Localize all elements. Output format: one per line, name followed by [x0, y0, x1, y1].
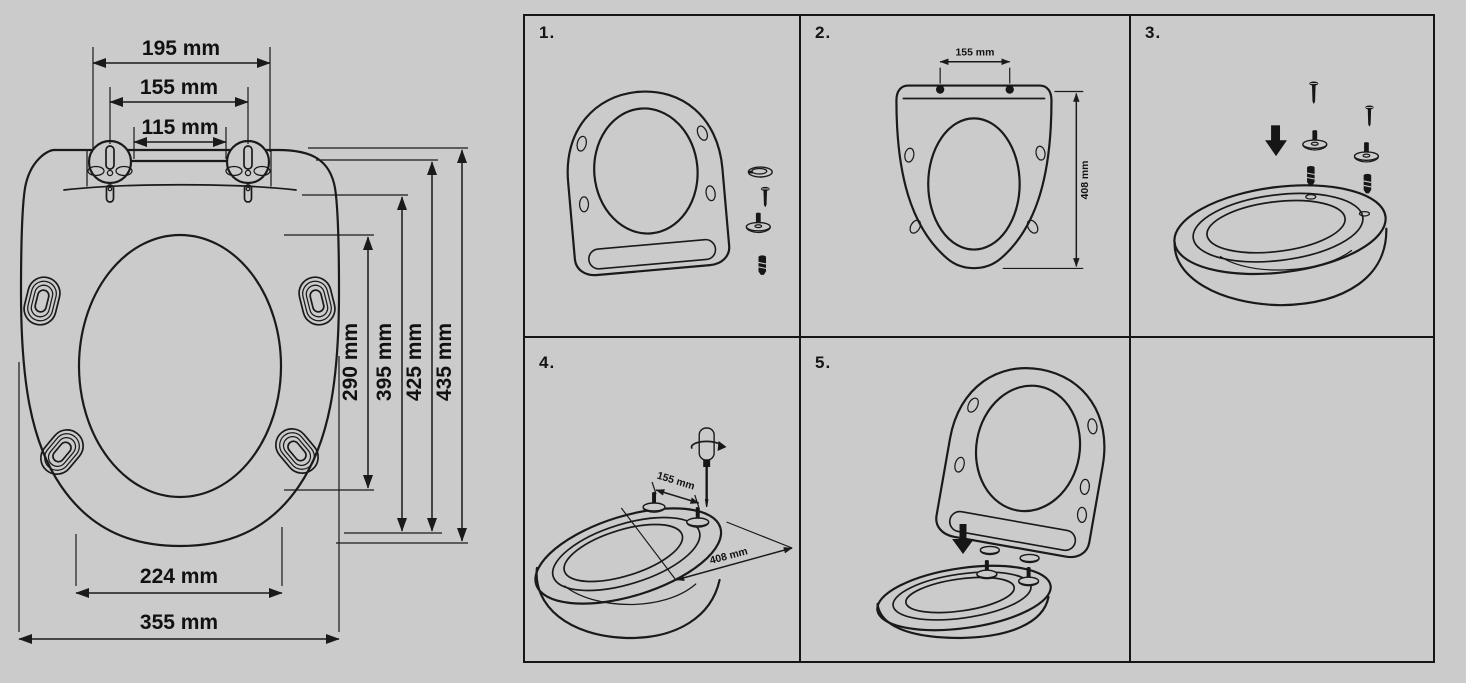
washer-bolt-icon: [745, 212, 771, 234]
bumper-pad: [275, 428, 319, 474]
bolt-hole: [1005, 85, 1014, 94]
bolt-hole: [935, 85, 945, 94]
washer-bolt-icon: [1302, 130, 1328, 151]
step-2-number: 2.: [815, 23, 832, 42]
wall-plug-icon: [1363, 173, 1372, 194]
screw-icon: [1309, 81, 1319, 104]
dimension-label-195: 195 mm: [142, 37, 220, 60]
step-4-number: 4.: [539, 353, 556, 372]
step-1-panel: 1.: [525, 16, 801, 338]
cap-icon: [1019, 553, 1040, 564]
bumper-pad: [40, 429, 84, 475]
dimension-label-425: 425 mm: [403, 323, 426, 401]
wall-plug-icon: [1306, 165, 1315, 186]
dimension-label-224: 224 mm: [140, 565, 218, 588]
step-3-number: 3.: [1145, 23, 1162, 42]
step-3-art: [1173, 81, 1388, 307]
bolt-hole: [1358, 210, 1371, 217]
dimension-lines: 155 mm 408 mm: [939, 48, 1091, 270]
washer-bolt-icon: [1353, 142, 1380, 163]
dimension-lines: 155 mm 408 mm: [651, 471, 793, 581]
step-5-art: [876, 367, 1106, 640]
toilet-bowl-rim: [1173, 184, 1388, 307]
seat-3d: [935, 367, 1106, 559]
installation-steps-grid: 1.: [523, 14, 1435, 663]
dimension-label-408: 408 mm: [1080, 161, 1091, 200]
down-arrow-icon: [1265, 125, 1287, 157]
bolt-hole: [1305, 194, 1317, 200]
step-1-art: [566, 90, 773, 277]
step-2-panel: 2.: [801, 16, 1131, 338]
bumper-pad: [23, 276, 61, 326]
seat-top-view: [895, 84, 1053, 270]
dimension-label-395: 395 mm: [373, 323, 396, 401]
dimension-label-435: 435 mm: [433, 323, 456, 401]
dimension-label-155: 155 mm: [956, 48, 995, 59]
installed-bolt-icon: [1017, 567, 1040, 587]
dimension-label-155: 155 mm: [655, 471, 695, 493]
dimension-label-290: 290 mm: [339, 323, 362, 401]
installed-bolt-icon: [642, 492, 666, 513]
wall-plug-icon: [758, 255, 767, 275]
cap-icon: [747, 166, 773, 178]
screwdriver-icon: [690, 427, 727, 507]
step-2-art: 155 mm 408 mm: [895, 48, 1091, 270]
screw-icon: [760, 186, 770, 208]
dimension-label-155: 155 mm: [140, 76, 218, 99]
step-1-number: 1.: [539, 23, 556, 42]
down-arrow-icon: [952, 524, 974, 554]
seat-top-view: [19, 139, 341, 548]
dimension-lines: 195 mm 155 mm 115 mm 290 mm 395 mm 42: [18, 37, 468, 644]
seat-dimension-drawing: 195 mm 155 mm 115 mm 290 mm 395 mm 42: [18, 37, 468, 644]
step-4-art: 155 mm 408 mm: [534, 427, 793, 640]
screw-icon: [1365, 105, 1374, 127]
cap-icon: [979, 545, 1000, 556]
empty-panel: [1131, 338, 1433, 661]
hinge-left-icon: [87, 139, 133, 203]
dimension-label-355: 355 mm: [140, 611, 218, 634]
step-5-panel: 5.: [801, 338, 1131, 661]
toilet-bowl-rim: [534, 507, 723, 640]
installed-bolt-icon: [976, 560, 998, 580]
step-3-panel: 3.: [1131, 16, 1433, 338]
step-4-panel: 4.: [525, 338, 801, 661]
toilet-bowl-rim: [876, 564, 1052, 640]
hinge-right-icon: [225, 139, 271, 203]
installed-bolt-icon: [686, 507, 710, 528]
dimension-label-115: 115 mm: [141, 116, 218, 139]
step-5-number: 5.: [815, 353, 832, 372]
seat-3d: [566, 90, 731, 277]
bumper-pad: [298, 276, 336, 326]
